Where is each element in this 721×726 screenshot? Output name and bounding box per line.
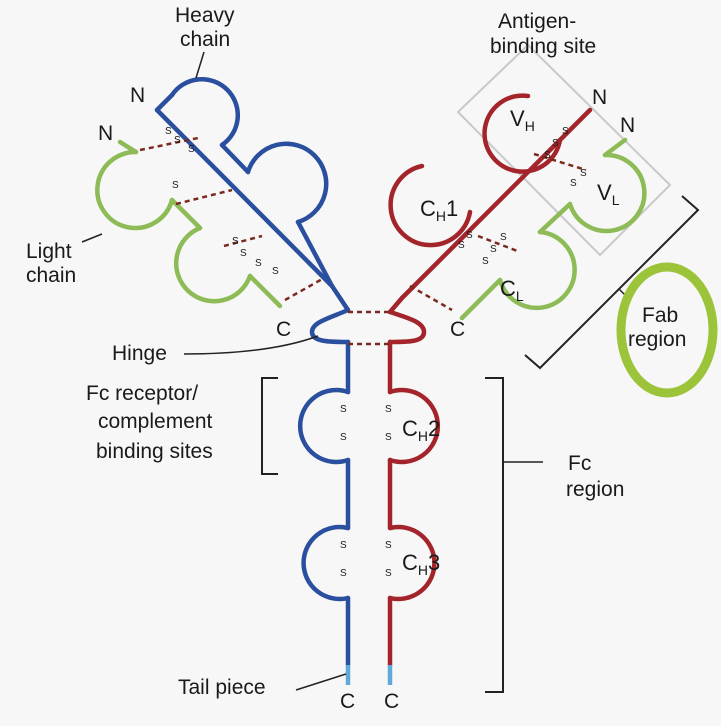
disulfide-labels-stem: S S S S S S S S bbox=[340, 404, 392, 579]
svg-text:S: S bbox=[552, 138, 559, 149]
domain-ch1: CH1 bbox=[420, 196, 458, 224]
svg-text:S: S bbox=[570, 178, 577, 189]
heavy-chain-n-terminus-right: N bbox=[592, 86, 607, 109]
hinge-label: Hinge bbox=[112, 342, 167, 365]
right-heavy-chain bbox=[387, 93, 593, 668]
fab-region-label-line2: region bbox=[628, 328, 686, 351]
tail-piece-pointer bbox=[295, 673, 347, 691]
heavy-chain-pointer bbox=[195, 51, 205, 79]
svg-text:S: S bbox=[340, 568, 347, 579]
domain-ch3: CH3 bbox=[402, 550, 440, 578]
svg-text:S: S bbox=[232, 236, 239, 247]
svg-text:S: S bbox=[482, 256, 489, 267]
antigen-binding-site-label: Antigen- bbox=[498, 10, 576, 33]
left-heavy-chain bbox=[154, 76, 351, 668]
light-chain-c-terminus-right: C bbox=[450, 318, 465, 341]
svg-text:S: S bbox=[240, 248, 247, 259]
fc-receptor-label-line2: complement bbox=[98, 410, 213, 433]
svg-text:S: S bbox=[255, 258, 262, 269]
light-chain-label: Light bbox=[26, 240, 72, 263]
right-light-chain bbox=[459, 137, 647, 321]
heavy-chain-c-terminus-left: C bbox=[340, 690, 355, 713]
heavy-chain-label: Heavy bbox=[175, 4, 235, 27]
svg-text:S: S bbox=[188, 144, 195, 155]
fc-region-label: Fc bbox=[568, 452, 591, 475]
domain-vl: VL bbox=[597, 180, 620, 208]
disulfide-bonds bbox=[139, 136, 587, 346]
svg-text:S: S bbox=[340, 432, 347, 443]
fc-receptor-bracket bbox=[261, 377, 278, 475]
left-light-chain bbox=[95, 139, 283, 309]
light-chain-n-terminus-right: N bbox=[620, 114, 635, 137]
svg-text:S: S bbox=[490, 244, 497, 255]
fc-region-label-line2: region bbox=[566, 478, 624, 501]
svg-text:S: S bbox=[340, 540, 347, 551]
light-chain-c-terminus-left: C bbox=[276, 318, 291, 341]
disulfide-labels-right: S S S S S S S S S S bbox=[458, 126, 587, 267]
svg-text:S: S bbox=[580, 168, 587, 179]
fc-receptor-label-line3: binding sites bbox=[96, 440, 213, 463]
heavy-chain-c-terminus-right: C bbox=[384, 690, 399, 713]
svg-text:S: S bbox=[385, 432, 392, 443]
svg-text:S: S bbox=[544, 150, 551, 161]
tail-piece-label: Tail piece bbox=[178, 676, 266, 699]
svg-text:S: S bbox=[500, 232, 507, 243]
svg-text:S: S bbox=[466, 230, 473, 241]
svg-text:S: S bbox=[174, 135, 181, 146]
fc-receptor-label: Fc receptor/ bbox=[86, 382, 198, 405]
hinge-pointer bbox=[183, 335, 319, 355]
fab-region-highlight bbox=[616, 262, 718, 398]
svg-text:S: S bbox=[562, 126, 569, 137]
domain-vh: VH bbox=[510, 106, 535, 134]
svg-text:S: S bbox=[272, 266, 279, 277]
heavy-chain-n-terminus-left: N bbox=[130, 84, 145, 107]
svg-text:S: S bbox=[172, 180, 179, 191]
svg-text:S: S bbox=[165, 126, 172, 137]
heavy-chain-label-line2: chain bbox=[180, 28, 230, 51]
domain-ch2: CH2 bbox=[402, 416, 440, 444]
fc-region-bracket bbox=[485, 377, 504, 693]
svg-text:S: S bbox=[458, 240, 465, 251]
light-chain-pointer bbox=[81, 233, 103, 243]
svg-text:S: S bbox=[385, 568, 392, 579]
antigen-binding-site-label-line2: binding site bbox=[490, 35, 596, 58]
light-chain-label-line2: chain bbox=[26, 264, 76, 287]
disulfide-labels-left: S S S S S S S S bbox=[165, 126, 279, 277]
fab-region-label: Fab bbox=[642, 304, 678, 327]
light-chain-n-terminus-left: N bbox=[98, 122, 113, 145]
svg-text:S: S bbox=[340, 404, 347, 415]
domain-cl: CL bbox=[500, 276, 524, 304]
antigen-binding-site-box bbox=[456, 43, 672, 257]
svg-text:S: S bbox=[385, 404, 392, 415]
svg-text:S: S bbox=[385, 540, 392, 551]
